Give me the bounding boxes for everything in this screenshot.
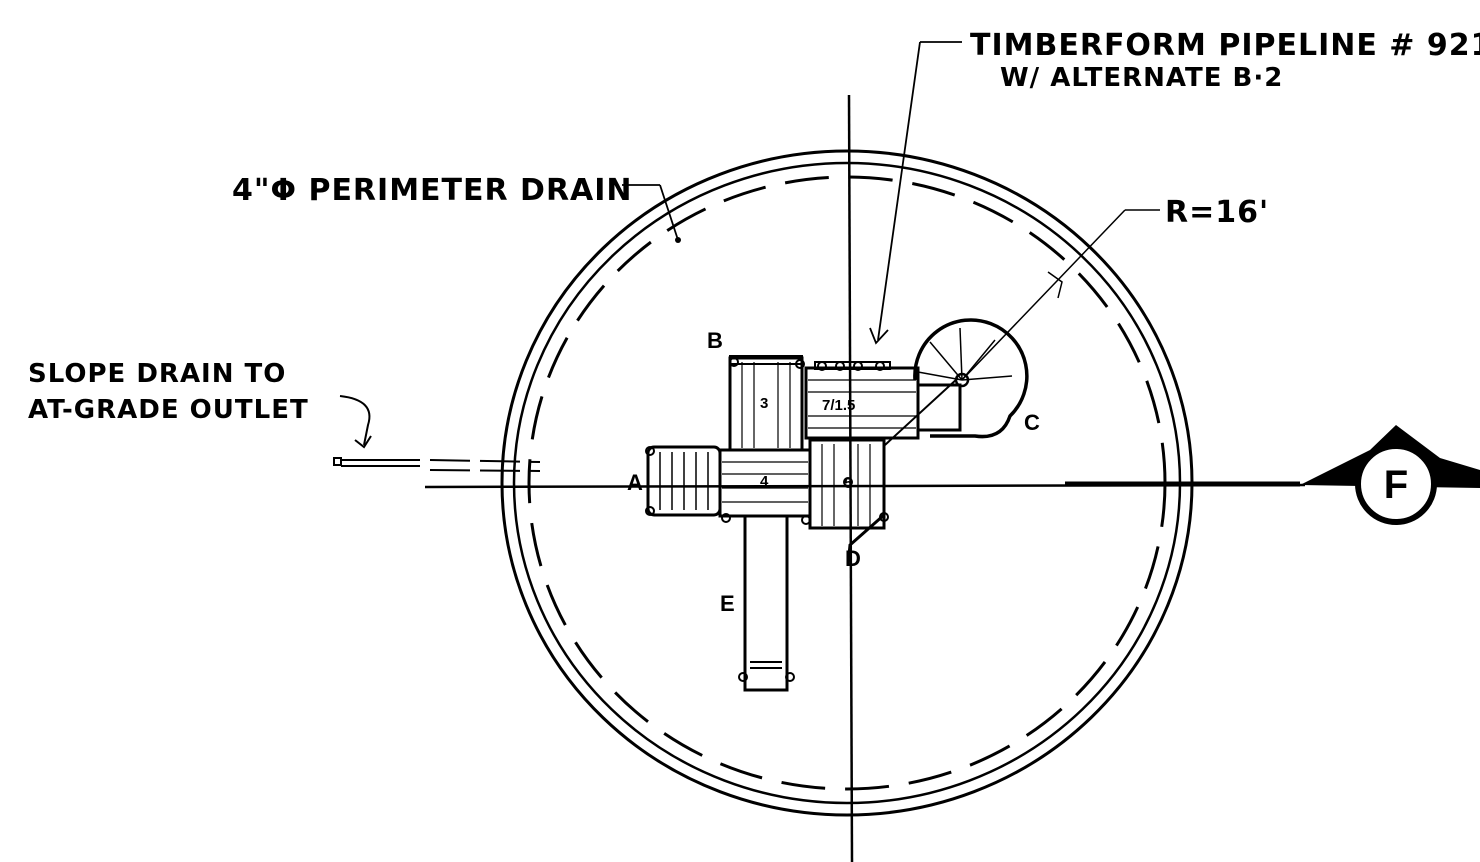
- tag-a: A: [627, 470, 643, 495]
- deck-5-number: 5: [844, 475, 852, 492]
- deck-3-number: 3: [760, 395, 768, 412]
- deck-4-number: 4: [760, 473, 769, 490]
- radius-label: R=16': [1165, 195, 1269, 230]
- tag-f: F: [1384, 463, 1408, 507]
- deck-7-number: 7/1.5: [822, 397, 855, 414]
- component-e-slide: [738, 514, 795, 692]
- post-markers: [645, 357, 885, 525]
- tag-b: B: [707, 328, 723, 353]
- pipeline-label-line2: W/ ALTERNATE B·2: [1000, 63, 1283, 93]
- slope-drain-label-line1: SLOPE DRAIN TO: [28, 359, 286, 389]
- slope-drain-label-line2: AT-GRADE OUTLET: [28, 395, 309, 425]
- detail-marker-f: F: [1300, 425, 1480, 525]
- pipeline-label-line1: TIMBERFORM PIPELINE # 9213: [970, 28, 1480, 63]
- radius-dimension: [961, 209, 1160, 381]
- leader-lines: [339, 41, 962, 449]
- perimeter-drain-label: 4"Φ PERIMETER DRAIN: [232, 173, 633, 208]
- tag-e: E: [720, 591, 735, 616]
- component-c-spiral-slide: [913, 318, 1029, 439]
- bridge-to-c: [884, 377, 962, 446]
- slope-drain-pipe: [333, 457, 541, 472]
- deck-5: [808, 438, 886, 530]
- component-d-step: [846, 512, 889, 566]
- play-structure: [645, 318, 1029, 692]
- component-a-ladder: [646, 445, 722, 517]
- tag-c: C: [1024, 410, 1040, 435]
- tag-d: D: [845, 546, 861, 571]
